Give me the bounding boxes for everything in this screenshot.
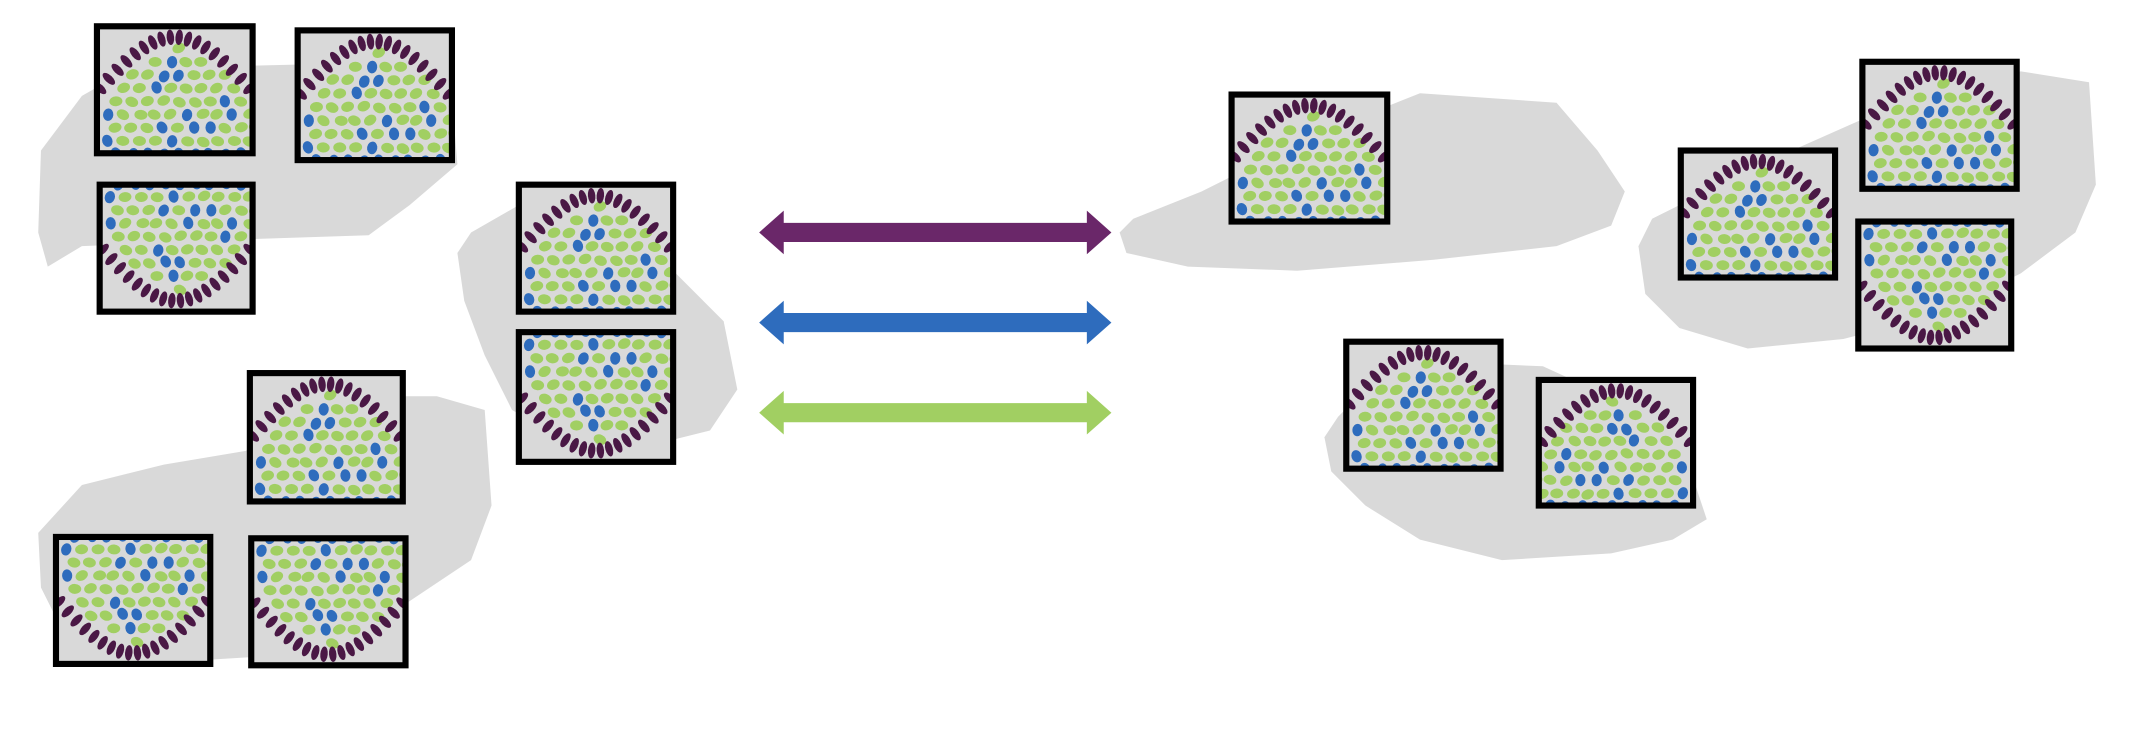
image-tile <box>51 528 222 667</box>
image-tile <box>246 529 417 669</box>
tile-border <box>294 27 456 164</box>
tile-cells <box>293 30 464 169</box>
double-arrow-blue-icon <box>759 300 1112 345</box>
tile-border <box>515 329 677 465</box>
tile-cells <box>92 26 264 162</box>
image-tile <box>1341 338 1512 478</box>
tile-cells <box>1853 212 2022 348</box>
tile-cells <box>1341 342 1512 478</box>
tile-border <box>248 535 409 669</box>
tile-border <box>515 181 677 315</box>
image-tile <box>1226 91 1398 231</box>
tile-cells <box>95 175 264 311</box>
tile-cells <box>1676 151 1847 287</box>
image-tile <box>514 323 685 465</box>
tile-cells <box>1857 62 2028 198</box>
tile-border <box>1343 338 1504 472</box>
image-tile <box>1676 147 1847 287</box>
tile-border <box>93 23 256 157</box>
tiles <box>51 23 2028 669</box>
tile-border <box>1228 91 1391 225</box>
tile-border <box>96 181 256 315</box>
tile-border <box>1535 376 1697 509</box>
tile-cells <box>246 529 417 665</box>
tile-cells <box>51 528 222 664</box>
tile-border <box>246 370 406 505</box>
image-tile <box>92 23 264 162</box>
image-tile <box>1853 212 2022 352</box>
arrows <box>759 210 1112 435</box>
image-tile <box>95 175 264 315</box>
tile-border <box>1677 147 1839 281</box>
tile-cells <box>1226 95 1398 231</box>
tile-border <box>52 533 214 667</box>
double-arrow-purple-icon <box>759 210 1112 255</box>
tile-border <box>1855 218 2015 352</box>
double-arrow-green-icon <box>759 390 1112 435</box>
image-tile <box>1528 376 1699 515</box>
tile-cells <box>514 323 685 462</box>
tile-cells <box>1528 380 1699 515</box>
image-tile <box>245 370 414 511</box>
image-tile <box>514 181 685 321</box>
tile-cells <box>514 185 685 321</box>
tile-cells <box>245 373 414 511</box>
tile-border <box>1859 58 2020 192</box>
image-tile <box>1857 58 2028 198</box>
image-tile <box>293 27 464 169</box>
